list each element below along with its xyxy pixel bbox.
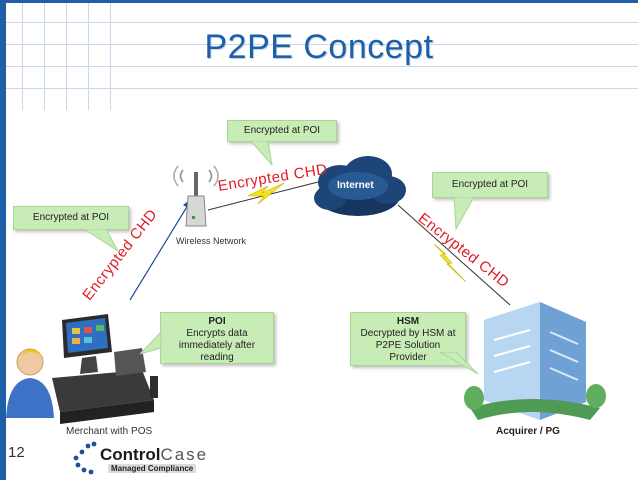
logo-name-control: Control <box>100 445 161 464</box>
callout-poi-body: Encrypts data immediately after reading <box>178 328 256 363</box>
connector-pos-wireless <box>129 204 189 301</box>
callout-tail-right <box>453 197 475 231</box>
logo-name-case: Case <box>160 445 209 464</box>
merchant-label: Merchant with POS <box>66 426 153 437</box>
callout-encrypted-at-poi-left: Encrypted at POI <box>13 206 129 230</box>
callout-encrypted-at-poi-right: Encrypted at POI <box>432 172 548 198</box>
callout-hsm: HSM Decrypted by HSM at P2PE Solution Pr… <box>350 312 466 366</box>
callout-hsm-title: HSM <box>396 316 420 327</box>
callout-poi-title: POI <box>208 316 226 327</box>
internet-cloud-icon <box>314 156 406 216</box>
callout-text: Encrypted at POI <box>451 179 529 190</box>
callout-encrypted-at-poi-top: Encrypted at POI <box>227 120 337 142</box>
callout-hsm-body: Decrypted by HSM at P2PE Solution Provid… <box>360 328 456 363</box>
callout-tail-left <box>83 229 119 252</box>
callout-tail-poi <box>140 330 162 355</box>
header-grid <box>0 0 638 110</box>
wireless-router-icon <box>173 165 219 227</box>
connector-internet-acquirer <box>397 204 511 306</box>
logo-tagline: Managed Compliance <box>108 464 197 473</box>
callout-text: Encrypted at POI <box>32 212 110 223</box>
wireless-network-label: Wireless Network <box>176 236 247 246</box>
slide-title: P2PE Concept <box>204 28 434 66</box>
pos-terminal-icon <box>52 314 158 424</box>
callout-tail-hsm <box>440 352 479 375</box>
merchant-person-icon <box>6 348 54 418</box>
acquirer-label: Acquirer / PG <box>496 426 560 437</box>
header-accent-top <box>0 0 638 3</box>
logo-text: ControlCase <box>100 445 208 465</box>
acquirer-building-icon <box>464 302 606 420</box>
callout-poi: POI Encrypts data immediately after read… <box>160 312 274 364</box>
lightning-icon-right <box>433 243 467 283</box>
callout-tail-top <box>250 141 273 167</box>
controlcase-logo-icon <box>73 441 97 475</box>
header-accent-bar <box>0 0 6 480</box>
page-number: 12 <box>8 444 25 461</box>
lightning-icon-top <box>247 182 285 205</box>
internet-label: Internet <box>337 180 374 191</box>
callout-text: Encrypted at POI <box>243 125 321 136</box>
